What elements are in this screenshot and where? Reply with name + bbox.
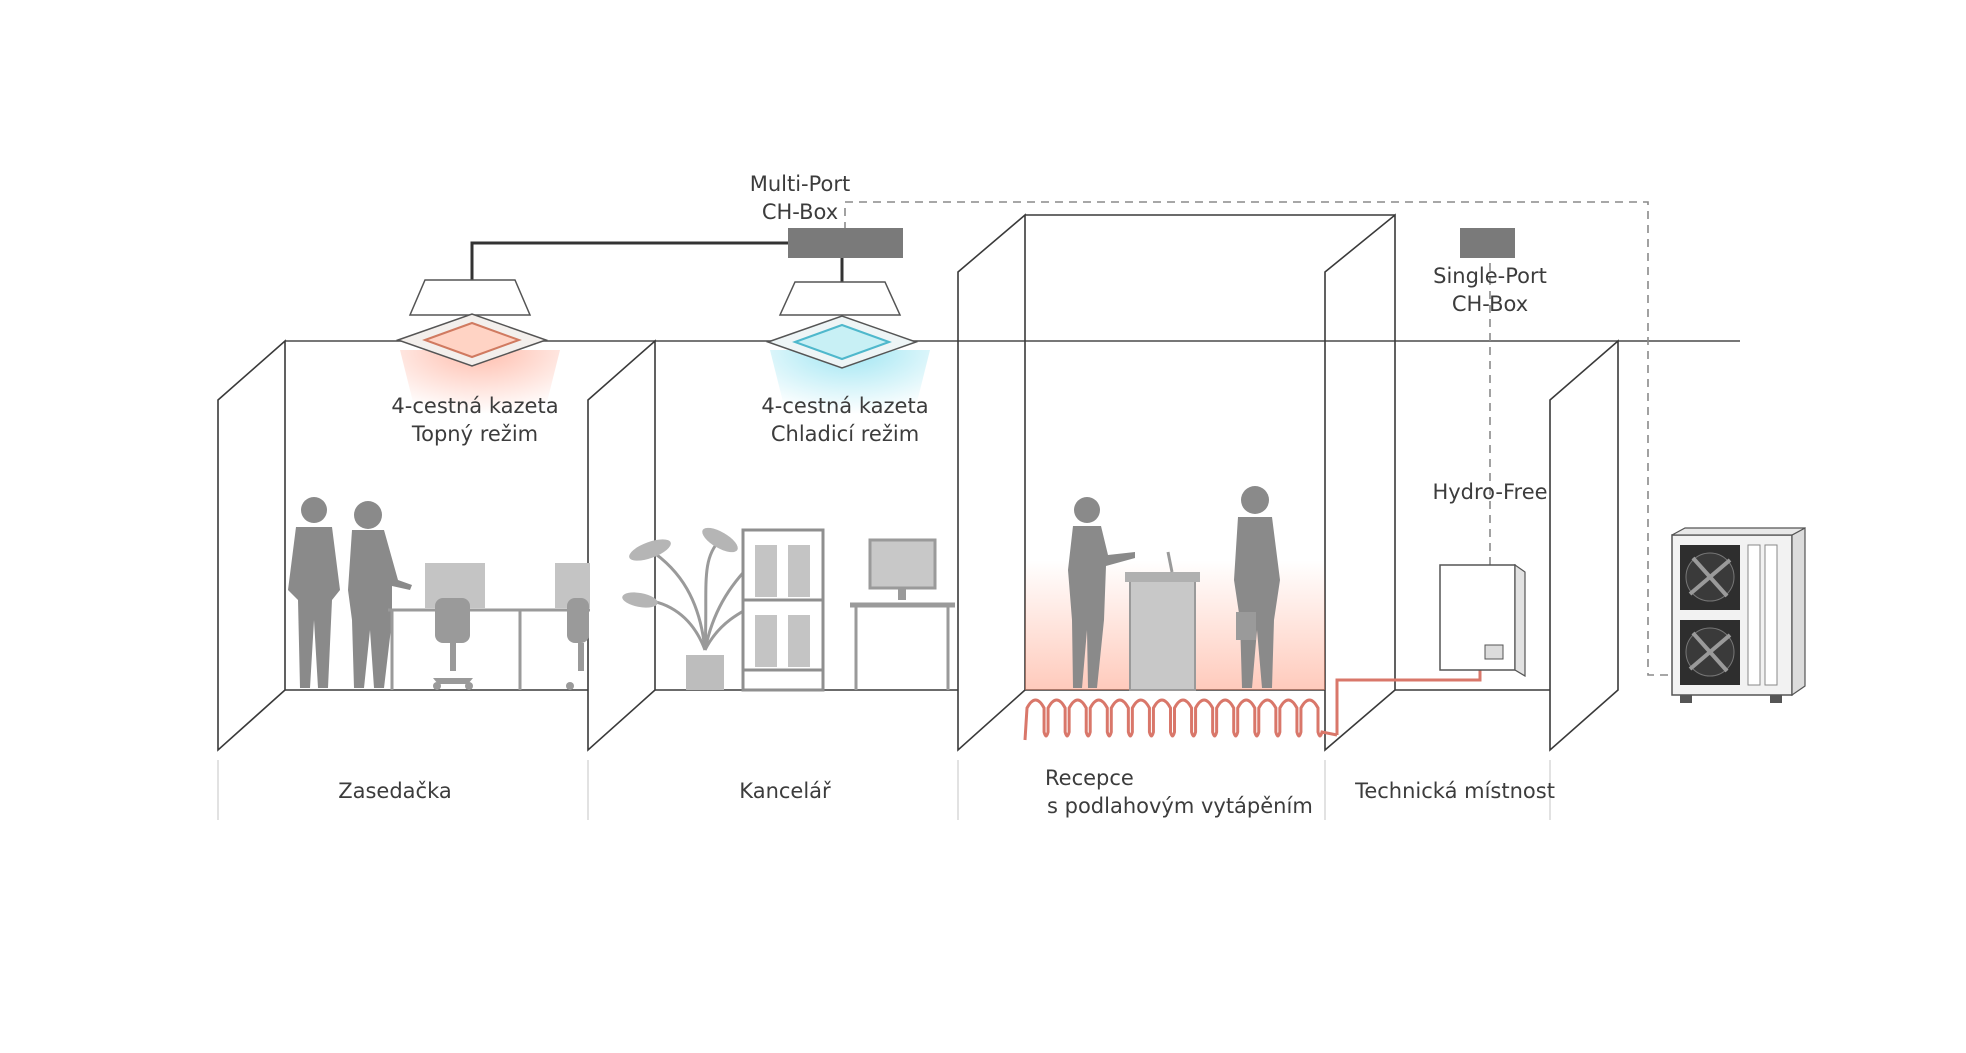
hydro-free-label: Hydro-Free: [1432, 480, 1548, 504]
reception-label-line1: Recepce: [1045, 766, 1134, 790]
bookshelf: [741, 528, 825, 692]
hydro-free-unit-icon: [1439, 563, 1526, 678]
multi-port-ch-box-label: Multi-Port CH-Box: [740, 170, 860, 226]
room-label-meeting: Zasedačka: [338, 779, 452, 803]
multi-port-label-line1: Multi-Port: [749, 172, 851, 196]
office-chair-icon: [433, 598, 473, 690]
cassette-heating-label: 4-cestná kazeta Topný režim: [375, 392, 575, 448]
cassette-heat-line2: Topný režim: [411, 422, 539, 446]
cassette-cool-line1: 4-cestná kazeta: [761, 394, 929, 418]
office-desk: [388, 563, 590, 690]
room-separators: [217, 760, 1551, 820]
person-silhouette-icon: [1234, 486, 1280, 688]
cassette-cool-line2: Chladicí režim: [770, 422, 920, 446]
person-silhouette-icon: [348, 501, 412, 688]
underfloor-heating-pipe: [1023, 698, 1338, 741]
multi-port-label-line2: CH-Box: [761, 200, 839, 224]
heating-supply-pipe: [1335, 670, 1482, 735]
ceiling-cassette-icon: [765, 281, 930, 430]
ch-box-icon: [1460, 228, 1515, 258]
ceiling-cassette-icon: [395, 279, 560, 430]
single-port-label-line1: Single-Port: [1433, 264, 1547, 288]
office-chair-icon: [566, 598, 589, 690]
cassette-cooling-label: 4-cestná kazeta Chladicí režim: [745, 392, 945, 448]
monitor-icon: [850, 538, 955, 690]
cassette-heat-line1: 4-cestná kazeta: [391, 394, 559, 418]
room-label-reception: Recepce s podlahovým vytápěním: [1045, 764, 1325, 820]
multi-port-pipes: [470, 241, 844, 282]
person-silhouette-icon: [288, 497, 340, 688]
person-silhouette-icon: [1068, 497, 1135, 688]
refrigerant-dashed-lines: [844, 201, 1680, 676]
outdoor-unit-icon: [1671, 526, 1806, 703]
room-label-office: Kancelář: [739, 779, 831, 803]
room-label-technical: Technická místnost: [1355, 779, 1555, 803]
single-port-label-line2: CH-Box: [1451, 292, 1529, 316]
reception-desk-icon: [1125, 551, 1200, 691]
ch-box-icon: [788, 228, 903, 258]
reception-label-line2: s podlahovým vytápěním: [1047, 794, 1313, 818]
single-port-ch-box-label: Single-Port CH-Box: [1410, 262, 1570, 318]
